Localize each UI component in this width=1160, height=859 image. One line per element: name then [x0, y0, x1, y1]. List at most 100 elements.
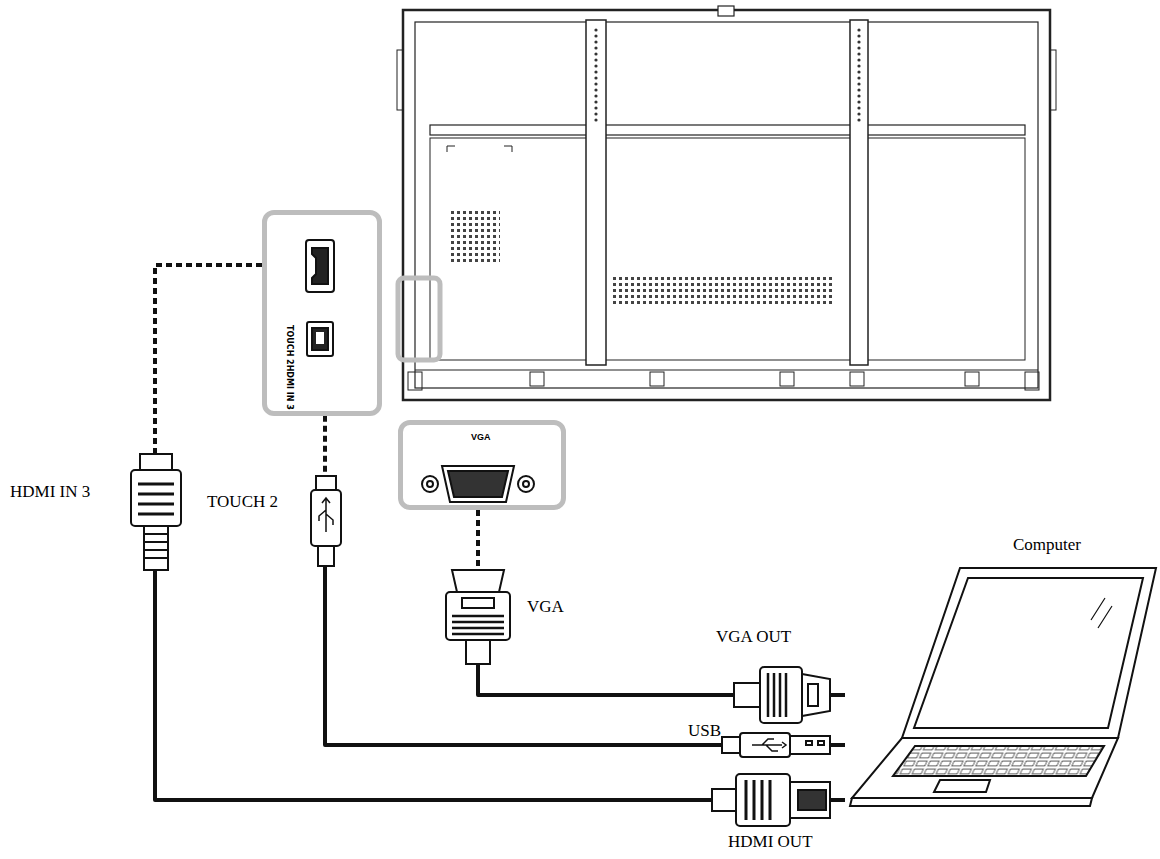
- bracket-holes: [857, 64, 860, 67]
- bracket-holes: [857, 88, 860, 91]
- vga-port: [518, 476, 534, 492]
- laptop: [902, 568, 1156, 738]
- laptop: [852, 738, 1118, 798]
- hdmi-plug: [144, 526, 168, 570]
- node-label: VGA: [471, 433, 491, 443]
- usb-b-port: [312, 328, 328, 350]
- display-back: [398, 278, 440, 360]
- bracket-holes: [594, 40, 597, 43]
- vga-port: [422, 476, 438, 492]
- node-label: TOUCH 2HDMI IN 3: [284, 325, 293, 410]
- display-back: [1025, 372, 1039, 390]
- node-label: Computer: [1013, 536, 1081, 555]
- usb-a-plug: [806, 741, 812, 745]
- bracket-holes: [594, 58, 597, 61]
- vga-plug: [446, 592, 510, 640]
- bracket-holes: [594, 118, 597, 121]
- display-back: [397, 6, 1056, 400]
- usb-a-plug: [722, 737, 740, 753]
- bracket-holes: [857, 40, 860, 43]
- vga-plug: [462, 598, 494, 608]
- display-back: [415, 22, 1038, 388]
- connector-name: HDMI IN 3: [10, 482, 90, 502]
- connector-name: TOUCH 2: [207, 492, 278, 512]
- bracket-holes: [857, 46, 860, 49]
- bracket-holes: [594, 88, 597, 91]
- usb-b-port: [307, 322, 333, 356]
- display-back: [718, 6, 734, 16]
- display-back: [965, 372, 979, 386]
- bracket-holes: [857, 76, 860, 79]
- display-back: [850, 372, 864, 386]
- display-back: [850, 20, 868, 365]
- usb-a-plug: [790, 736, 830, 754]
- hdmi-out-plug: [712, 774, 830, 826]
- bracket-holes: [857, 112, 860, 115]
- usb-b-plug: [311, 476, 341, 566]
- bracket-holes: [594, 28, 597, 31]
- vga-out-plug: [760, 667, 802, 723]
- hdmi-plug: [131, 470, 181, 526]
- bracket-holes: [594, 70, 597, 73]
- bracket-holes: [857, 100, 860, 103]
- connector-name: USB: [688, 721, 721, 741]
- usb-b-port: [307, 322, 333, 356]
- usb-b-plug: [311, 490, 341, 546]
- display-back: [650, 372, 664, 386]
- bracket-holes: [857, 34, 860, 37]
- display-back: [1050, 50, 1056, 110]
- display-back: [530, 372, 544, 386]
- laptop: [1091, 598, 1112, 628]
- bracket-holes: [857, 70, 860, 73]
- vga-port-panel: VGA: [398, 420, 566, 510]
- bracket-holes: [594, 64, 597, 67]
- laptop: [934, 780, 990, 792]
- usb-a-plug: [818, 741, 824, 745]
- laptop: [914, 578, 1143, 728]
- bracket-holes: [857, 82, 860, 85]
- display-back: [612, 275, 834, 307]
- connector-name: VGA: [527, 597, 564, 617]
- vga-out-plug: [802, 674, 830, 716]
- usb-b-port: [316, 332, 324, 344]
- hdmi-out-plug: [712, 789, 736, 811]
- bracket-holes: [857, 52, 860, 55]
- usb-b-plug: [319, 498, 333, 532]
- vga-port: [422, 466, 534, 502]
- laptop: [850, 568, 1156, 806]
- display-back: [780, 372, 794, 386]
- port-panel: TOUCH 2HDMI IN 3: [262, 210, 382, 416]
- bracket-holes: [594, 82, 597, 85]
- vga-out-plug: [734, 683, 760, 707]
- bracket-holes: [594, 76, 597, 79]
- display-back: [415, 369, 1038, 370]
- bracket-holes: [594, 94, 597, 97]
- hdmi-port: [312, 248, 328, 284]
- vga-plug: [466, 640, 490, 664]
- bracket-holes: [594, 34, 597, 37]
- connector-name: VGA OUT: [716, 627, 791, 647]
- laptop: [893, 746, 1104, 776]
- computer: Computer: [845, 530, 1157, 816]
- vga-port: [523, 481, 529, 487]
- hdmi-out-plug: [746, 780, 770, 820]
- usb-b-plug: [316, 476, 336, 490]
- display-back: [430, 125, 1025, 135]
- vga-port: [442, 466, 514, 502]
- bracket-holes: [857, 94, 860, 97]
- display-back: [408, 372, 422, 390]
- bracket-holes: [594, 52, 597, 55]
- hdmi-plug: [138, 484, 174, 514]
- display-back: [447, 146, 512, 152]
- vga-port: [448, 471, 508, 497]
- hdmi-plug: [140, 454, 172, 470]
- display-back: [397, 50, 403, 110]
- bracket-holes: [594, 46, 597, 49]
- bracket-holes: [857, 28, 860, 31]
- hdmi-out-plug: [736, 774, 790, 826]
- usb-b-plug: [318, 546, 334, 566]
- vga-out-plug: [808, 684, 818, 706]
